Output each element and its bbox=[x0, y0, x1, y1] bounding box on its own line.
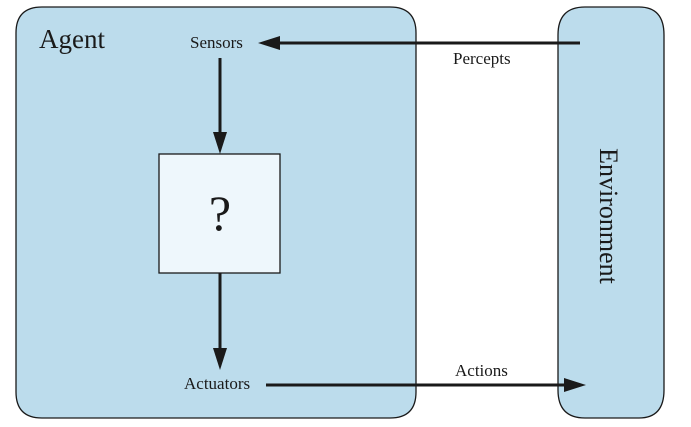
actuators-label: Actuators bbox=[184, 374, 250, 393]
unknown-symbol: ? bbox=[209, 185, 231, 241]
environment-region bbox=[557, 6, 665, 419]
actions-arrowhead bbox=[564, 378, 586, 392]
box-to-actuators-arrowhead bbox=[213, 348, 227, 370]
environment-title: Environment bbox=[594, 148, 623, 285]
agent-function-box bbox=[158, 153, 281, 274]
agent-title: Agent bbox=[39, 24, 105, 54]
percepts-label: Percepts bbox=[453, 49, 511, 68]
actions-label: Actions bbox=[455, 361, 508, 380]
percepts-arrowhead bbox=[258, 36, 280, 50]
sensors-to-box-arrowhead bbox=[213, 132, 227, 154]
sensors-label: Sensors bbox=[190, 33, 243, 52]
